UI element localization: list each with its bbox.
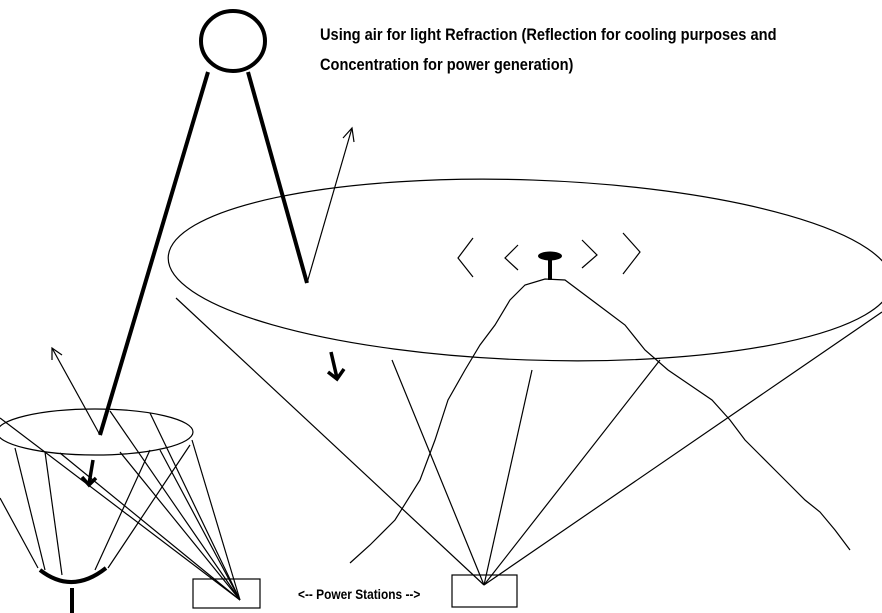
sun-beam-left — [98, 71, 210, 436]
power-station-left — [192, 578, 261, 609]
t-marker-icon — [538, 251, 562, 280]
small-air-lens — [0, 408, 194, 456]
power-station-right — [451, 574, 518, 608]
sun-circle — [199, 9, 267, 73]
heat-wave-curve — [349, 278, 851, 564]
diagram-title: Using air for light Refraction (Reflecti… — [320, 25, 777, 74]
receiver-dish — [38, 566, 108, 613]
power-stations-label: <-- Power Stations --> — [298, 586, 421, 602]
large-air-lens — [167, 178, 882, 362]
down-arrow-small — [80, 459, 98, 488]
reflection-arrow-small — [51, 346, 101, 436]
sun-beam-right — [246, 71, 309, 284]
large-cone-lines — [175, 297, 882, 586]
down-arrow-large — [326, 351, 346, 382]
reflection-arrow-large — [306, 126, 355, 284]
small-cone-lines — [0, 410, 241, 601]
wave-brackets — [457, 232, 641, 278]
